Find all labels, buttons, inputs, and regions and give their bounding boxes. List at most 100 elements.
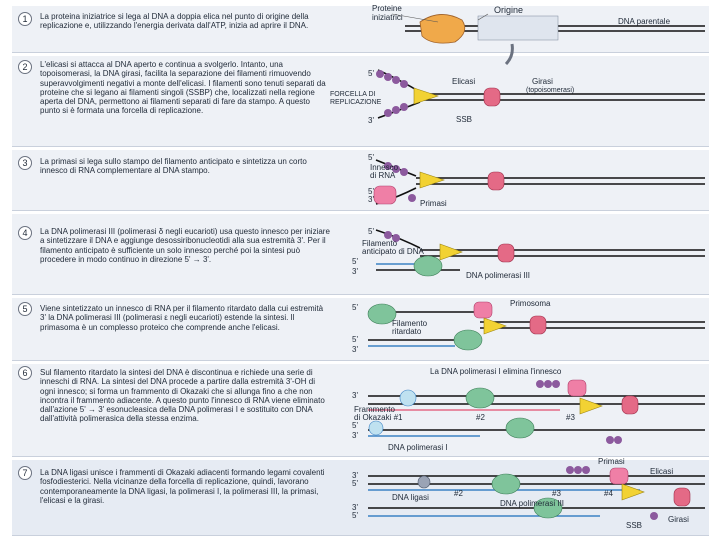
label-5prime: 5': [368, 227, 374, 236]
label-pol1: DNA polimerasi I: [388, 443, 448, 452]
label-3prime: 3': [352, 345, 358, 354]
pointer-line: [477, 13, 489, 21]
label-forcella: FORCELLA DI: [330, 91, 376, 98]
step-number: 2: [18, 60, 32, 74]
dna-polymerase-shape: [453, 329, 483, 351]
label-primasi: Primasi: [420, 199, 447, 208]
label-5prime: 5': [352, 303, 358, 312]
step-number: 1: [18, 12, 32, 26]
helicase-shape: [413, 87, 439, 105]
panel6-diagram: 3' 5' 3' La DNA polimerasi I elimina l'i…: [352, 367, 705, 452]
label-girasi7: Girasi: [668, 515, 689, 524]
step-text: La primasi si lega sullo stampo del fila…: [40, 157, 307, 176]
arrow-icon: [504, 43, 514, 66]
step-text: La DNA ligasi unisce i frammenti di Okaz…: [40, 468, 325, 505]
label-5prime: 5': [368, 187, 374, 196]
gyrase-shape: [673, 487, 691, 507]
label-ssb7: SSB: [626, 521, 642, 530]
helicase-shape: [483, 317, 507, 335]
ssb-bead: [384, 162, 392, 170]
panel3-diagram: 5' 5' 3' Innesco di RNA Primasi: [368, 153, 705, 208]
label-primosoma: Primosoma: [510, 299, 551, 308]
ssb-bead: [606, 436, 614, 444]
label-n2: #2: [476, 413, 485, 422]
label-3prime: 3': [368, 195, 374, 204]
ssb-bead: [544, 380, 552, 388]
ssb-bead: [384, 73, 392, 81]
label-3prime: 3': [352, 267, 358, 276]
ssb-bead: [536, 380, 544, 388]
label-elicasi: Elicasi: [452, 77, 475, 86]
primase-shape: [373, 185, 397, 205]
origin-box: [477, 15, 559, 41]
label-pol3b: DNA polimerasi III: [500, 499, 564, 508]
step-number: 4: [18, 226, 32, 240]
ssb-bead: [392, 234, 400, 242]
label-filamento-ritardato: Filamento: [392, 319, 428, 328]
ssb-bead: [400, 80, 408, 88]
label-n2b: #2: [454, 489, 463, 498]
dna-polymerase-shape: [533, 497, 563, 519]
ssb-bead: [384, 109, 392, 117]
gyrase-shape: [497, 243, 515, 263]
panel-6: [12, 364, 709, 457]
label-filamento: Filamento: [362, 239, 398, 248]
label-innesco: Innesco: [370, 163, 399, 172]
ssb-bead: [582, 466, 590, 474]
label-5prime: 5': [352, 257, 358, 266]
primase-shape: [473, 301, 493, 319]
dna-polymerase-shape: [505, 417, 535, 439]
step-text: La proteina iniziatrice si lega al DNA a…: [40, 12, 309, 31]
ssb-bead: [392, 165, 400, 173]
label-5prime: 5': [368, 153, 374, 162]
label-5prime: 5': [368, 69, 374, 78]
ssb-bead: [650, 512, 658, 520]
label-ligasi: DNA ligasi: [392, 493, 429, 502]
step-number: 3: [18, 156, 32, 170]
dna-polymerase-shape: [491, 473, 521, 495]
panel4-diagram: 5' 5' 3' Filamento anticipato di DNA DNA…: [352, 227, 705, 280]
label-replicazione: REPLICAZIONE: [330, 99, 382, 106]
gyrase-shape: [483, 87, 501, 107]
panel-7: [12, 460, 709, 536]
label-3prime: 3': [352, 471, 358, 480]
label-n4: #4: [604, 489, 613, 498]
initiator-protein-shape: [419, 14, 466, 44]
panel7-diagram: 3' 5' 3' 5' DNA ligasi #2 DNA polimerasi…: [352, 457, 705, 530]
label-dna-parentale: DNA parentale: [618, 17, 671, 26]
helicase-shape: [579, 397, 603, 415]
helicase-shape: [621, 483, 645, 501]
label-pol1-elimina: La DNA polimerasi I elimina l'innesco: [430, 367, 562, 376]
step-number: 5: [18, 302, 32, 316]
ssb-bead: [376, 70, 384, 78]
label-primasi7: Primasi: [598, 457, 625, 466]
gyrase-shape: [529, 315, 547, 335]
ssb-bead: [408, 194, 416, 202]
step-number: 6: [18, 366, 32, 380]
panel-2: [12, 56, 709, 147]
panel5-diagram: 5' 5' 3' Primosoma Filamento ritardato: [352, 299, 705, 354]
ssb-bead: [574, 466, 582, 474]
polymerase-i-shape: [368, 420, 384, 436]
panel1-diagram: Proteine iniziatrici Origine DNA parenta…: [372, 4, 705, 66]
ssb-bead: [400, 168, 408, 176]
step-text: Sul filamento ritardato la sintesi del D…: [40, 368, 325, 424]
label-n3: #3: [566, 413, 575, 422]
panel-4: [12, 214, 709, 295]
ssb-bead: [400, 103, 408, 111]
step-number: 7: [18, 466, 32, 480]
dna-polymerase-shape: [367, 303, 397, 325]
label-pol3: DNA polimerasi III: [466, 271, 530, 280]
ssb-bead: [384, 231, 392, 239]
label-3prime: 3': [352, 503, 358, 512]
label-3prime: 3': [368, 116, 374, 125]
dna-polymerase-shape: [465, 387, 495, 409]
panel-1: [12, 6, 709, 53]
label-proteine: Proteine: [372, 4, 402, 13]
dna-polymerase-shape: [413, 255, 443, 277]
label-di-rna: di RNA: [370, 171, 396, 180]
helicase-shape: [419, 171, 445, 189]
panel2-diagram: 5' 3' Elicasi Girasi (topoisomerasi) FOR…: [330, 69, 705, 125]
